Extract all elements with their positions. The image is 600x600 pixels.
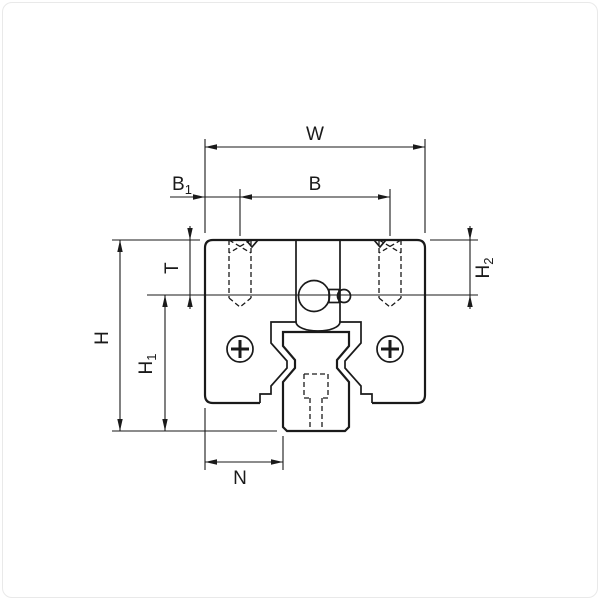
hole-drill-point <box>378 297 402 308</box>
screw-head <box>376 335 404 363</box>
dimension-b-and-b1: B B1 <box>170 174 391 236</box>
dimension-label-h2: H2 <box>473 258 496 279</box>
arrowhead-t-bottom <box>187 295 193 307</box>
arrowhead-n-left <box>205 459 217 465</box>
arrowhead-h2-bottom <box>467 295 473 307</box>
hole-drill-point <box>228 297 252 308</box>
phillips-cross-icon <box>381 340 399 358</box>
carriage-block <box>203 238 427 405</box>
hole-thread-chamfer <box>378 239 402 254</box>
rail-bolt-hole-hidden-lines <box>303 373 329 429</box>
dimension-h: H <box>92 239 277 432</box>
rail-profile <box>281 330 351 433</box>
arrowhead-b-left <box>240 194 252 200</box>
dimension-label-w: W <box>306 124 324 145</box>
screw-head <box>226 335 254 363</box>
phillips-cross-icon <box>231 340 249 358</box>
end-cap-contour <box>259 321 373 403</box>
dimension-label-h: H <box>92 331 113 345</box>
dimension-label-n: N <box>233 468 247 489</box>
arrowhead-h1-top <box>162 295 168 307</box>
rail-bolt-hole <box>303 373 329 429</box>
nipple-dome <box>297 279 331 313</box>
arrowhead-w-right <box>413 144 425 150</box>
arrowhead-n-right <box>271 459 283 465</box>
arrowhead-t-top <box>187 228 193 240</box>
arrowhead-w-left <box>205 144 217 150</box>
nipple-neck <box>328 288 340 304</box>
nipple-tip <box>336 288 352 304</box>
guide-rail <box>281 330 351 433</box>
top-notch-right <box>373 239 387 249</box>
block-outline <box>203 238 427 405</box>
phillips-screw-left <box>226 335 254 363</box>
mounting-hole-left <box>228 239 252 308</box>
dimension-label-h1: H1 <box>136 354 159 375</box>
dimension-h2: H2 <box>430 226 496 309</box>
hole-thread-chamfer <box>228 239 252 254</box>
mounting-hole-right <box>378 239 402 308</box>
dimension-label-b1: B1 <box>172 174 192 197</box>
arrowhead-h-bottom <box>117 419 123 431</box>
dimension-label-b: B <box>309 174 322 195</box>
dimension-h1: H1 <box>136 294 478 431</box>
dimension-label-t: T <box>162 262 183 274</box>
phillips-screw-right <box>376 335 404 363</box>
arrowhead-h-top <box>117 240 123 252</box>
arrowhead-b-right <box>378 194 390 200</box>
arrowhead-h2-top <box>467 228 473 240</box>
arrowhead-h1-bottom <box>162 419 168 431</box>
grease-nipple <box>297 279 352 313</box>
dimension-t: T <box>162 226 193 309</box>
arrowhead-b1-left <box>193 194 205 200</box>
dimension-w: W <box>204 124 426 233</box>
dimension-n: N <box>204 408 284 489</box>
